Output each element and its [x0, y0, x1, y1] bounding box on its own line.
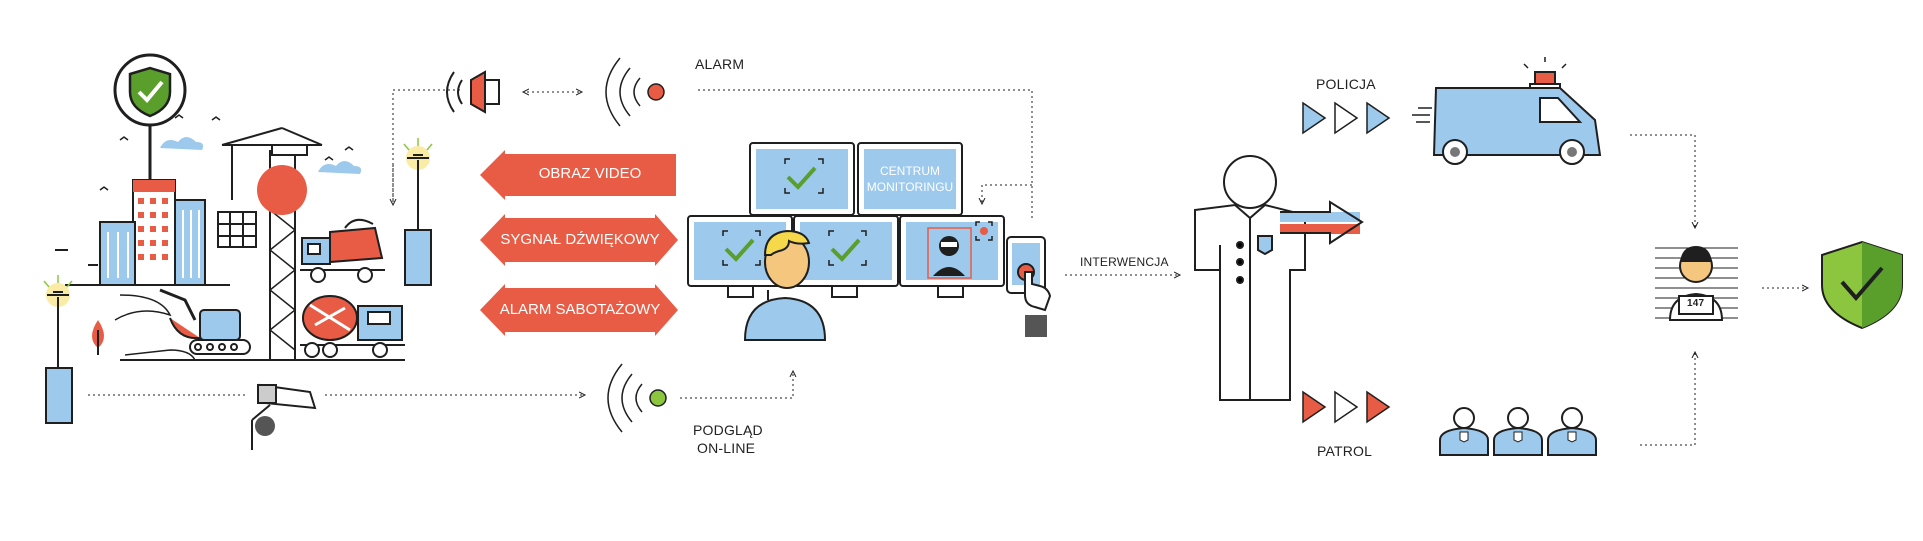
blue-buildings [99, 199, 206, 286]
sabotage-arrow-label: ALARM SABOTAŻOWY [499, 301, 661, 318]
tree-icon [92, 320, 104, 355]
arrow-sound [480, 214, 678, 266]
patrol-team-icon [1439, 407, 1597, 456]
preview-label-line2: ON-LINE [697, 440, 756, 456]
guard-icon [1194, 155, 1364, 401]
monitoring-center-line2: MONITORINGU [866, 180, 954, 194]
excavator-icon [159, 288, 251, 355]
video-arrow-label: OBRAZ VIDEO [538, 165, 642, 182]
tablet-touch-icon [1006, 236, 1052, 337]
connector-lines [88, 90, 1808, 446]
prisoner-icon [1655, 246, 1738, 321]
intervention-label: INTERWENCJA [1080, 255, 1169, 269]
police-chevrons [1302, 101, 1391, 135]
crane-icon [217, 127, 323, 360]
patrol-label: PATROL [1317, 443, 1373, 459]
online-signal-icon [607, 363, 667, 433]
final-shield-icon [1821, 240, 1903, 330]
prisoner-number: 147 [1687, 298, 1705, 309]
police-van-icon [1412, 57, 1602, 165]
mixer-truck-icon [300, 295, 405, 358]
police-label: POLICJA [1316, 76, 1376, 92]
monitor-wall-icon [687, 142, 1005, 298]
cloud-icon [160, 137, 362, 174]
arrow-video [480, 150, 676, 200]
speaker-icon [446, 70, 500, 114]
dump-truck-icon [300, 218, 385, 283]
preview-label-line1: PODGLĄD [693, 422, 763, 438]
construction-site-illustration [55, 53, 405, 361]
patrol-chevrons [1302, 390, 1391, 424]
red-building [132, 179, 176, 286]
cctv-camera-icon [251, 383, 317, 450]
sound-arrow-label: SYGNAŁ DŹWIĘKOWY [500, 231, 660, 248]
monitoring-center-line1: CENTRUM [880, 164, 940, 178]
signal-arrows [480, 150, 678, 336]
birds-icon [99, 114, 354, 191]
alarm-label: ALARM [695, 56, 745, 72]
shield-check-icon [113, 53, 187, 180]
operator-icon [743, 229, 827, 341]
street-lamp-icon [43, 138, 433, 424]
alarm-signal-icon [605, 57, 665, 127]
arrow-sabotage [480, 284, 678, 336]
